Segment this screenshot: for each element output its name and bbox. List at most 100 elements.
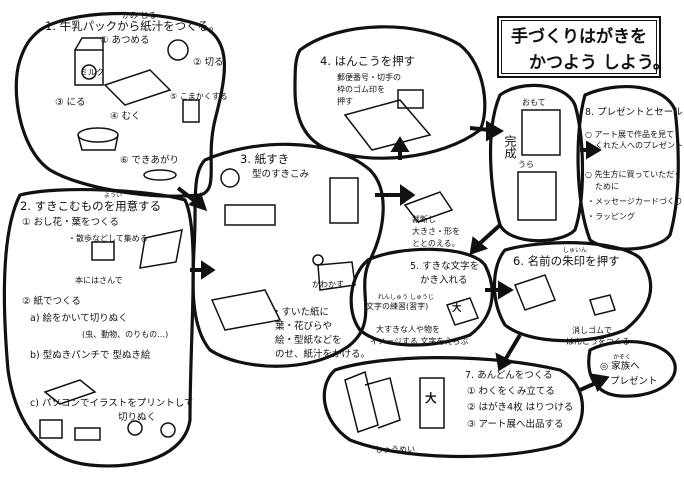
- papermaking-vat-illustration: [224, 204, 276, 226]
- family-ruby: かぞく: [613, 354, 632, 361]
- printer-illustration: [74, 427, 101, 441]
- step2-sub1: ① おし花・葉をつくる: [22, 217, 119, 228]
- step1-item-3: ③ にる: [55, 97, 86, 108]
- family-line-2: プレゼント: [610, 376, 658, 387]
- step7-item-1: ① わくをくみ立てる: [467, 386, 555, 397]
- step3-heading2: 型のすきこみ: [252, 169, 310, 180]
- kid-with-print-illustration: [127, 420, 143, 436]
- blender-illustration: [182, 99, 200, 123]
- step8-item1-line1: ○ アート展で作品を見て: [585, 130, 675, 139]
- milk-carton-label-circle: [81, 64, 97, 80]
- boiling-pot-body: [77, 134, 119, 151]
- step2-sub2b: b) 型ぬきパンチで 型ぬき絵: [30, 350, 151, 361]
- arrow-5-to-6-head: [498, 280, 514, 300]
- step5-heading: 5. すきな文字を: [410, 261, 480, 272]
- step6-ruby: しゅいん: [563, 247, 588, 254]
- arrow-complete-to-8-head: [586, 140, 602, 160]
- step4-note-3: 押す: [337, 97, 353, 106]
- step8-item2-line2: ために: [595, 182, 619, 191]
- butterfly-cutout-illustration: [160, 422, 176, 438]
- step8-bullet-2: ・ラッピング: [587, 212, 635, 221]
- step5-practice: 文字の練習(習字): [366, 302, 429, 311]
- arrow-3-to-4-head: [400, 184, 416, 206]
- carton-label: ミルク: [80, 68, 104, 77]
- lantern-frame-illustration: [344, 370, 401, 433]
- arrow-2-to-3-head: [201, 260, 216, 280]
- step1-heading: 1. 牛乳パックから紙汁をつくる。: [45, 19, 221, 33]
- seal-card-illustration: [514, 274, 556, 311]
- step3-note-4: のせ、紙汁をかける。: [275, 349, 371, 360]
- step6-note-1: 消しゴムで: [572, 326, 612, 335]
- milk-carton-top: [74, 37, 104, 51]
- pressed-leaf-sheet: [139, 229, 183, 269]
- cut-carton-illustration: [103, 69, 172, 106]
- arrow-1-to-2-head: [188, 192, 208, 212]
- step5-heading2: かき入れる: [420, 275, 468, 286]
- step2-bubble: [2, 187, 195, 468]
- step5-char: 大: [452, 303, 462, 314]
- step1-item-1: ① あつめる: [100, 35, 150, 46]
- step4-note-2: 枠のゴム印を: [337, 85, 385, 94]
- rubber-stamp-illustration: [397, 89, 424, 109]
- step8-heading: 8. プレゼントとセール: [585, 107, 683, 118]
- step1-ruby: かみ じる: [122, 11, 157, 20]
- calligraphy-card-illustration: [446, 297, 479, 326]
- cut-note-1: 裁断し: [412, 215, 436, 224]
- eraser-stamp-illustration: [589, 294, 616, 316]
- step3-note-1: ・すいた紙に: [272, 307, 330, 318]
- step2-sub2a-note: (虫、動物、のりもの…): [82, 330, 169, 339]
- postcard-front-label: おもて: [522, 98, 546, 107]
- step5-practice-ruby: れんしゅう しゅうじ: [378, 294, 434, 301]
- title-line-1: 手づくりはがきを: [511, 27, 647, 47]
- step8-bubble: [576, 84, 680, 251]
- step6-bubble: [492, 241, 653, 343]
- step3-heading: 3. 紙すき: [240, 152, 290, 166]
- step2-sub2: ② 紙でつくる: [22, 296, 81, 307]
- postcard-back-label: うら: [518, 160, 534, 169]
- step1-item-2: ② 切る: [193, 57, 224, 68]
- step1-item-6: ⑥ できあがり: [120, 155, 180, 166]
- step7-heading: 7. あんどんをつくる: [465, 370, 553, 381]
- milk-carton-illustration: [74, 49, 104, 86]
- complete-bubble: [488, 83, 585, 243]
- arrow-6-to-7-head: [495, 352, 515, 372]
- family-line-1: ◎ 家族へ: [600, 361, 640, 372]
- lamp-label: しょうめい: [375, 445, 415, 454]
- title-box: 手づくりはがきを かつよう しよう。: [497, 16, 670, 78]
- sun-icon: [312, 254, 324, 266]
- postcard-illustration: [343, 99, 432, 151]
- step7-bubble: [322, 356, 584, 459]
- child-illustration: [167, 39, 189, 61]
- arrow-7-to-family-head: [591, 373, 610, 393]
- step8-item1-line2: くれた人へのプレゼント: [595, 141, 683, 150]
- step5-note-1: 大すきな人や物を: [376, 325, 440, 334]
- arrow-complete-to-5-head: [469, 236, 489, 255]
- step1-item-5: ⑤ こまかくする: [170, 92, 228, 101]
- screen-frame-illustration: [210, 289, 282, 331]
- step2-sub2c-2: 切りぬく: [118, 412, 157, 423]
- paper-cutter-illustration: [403, 191, 454, 223]
- step5-bubble: [349, 247, 494, 347]
- dry-label: かわかす: [312, 280, 344, 289]
- step2-sub1-note: ・散歩などして集める: [68, 234, 148, 243]
- cut-note-3: ととのえる。: [412, 239, 460, 248]
- arrow-complete-to-5: [476, 223, 502, 247]
- lantern-illustration: [419, 377, 445, 429]
- step3-bubble: [191, 142, 385, 368]
- step2-ruby: ようい: [104, 192, 123, 199]
- lantern-char: 大: [425, 391, 437, 405]
- computer-illustration: [39, 419, 63, 439]
- step6-heading: 6. 名前の朱印を押す: [513, 254, 620, 268]
- step4-note-1: 郵便番号・切手の: [337, 73, 401, 82]
- arrow-4-to-complete-head: [486, 120, 504, 142]
- papermaker-illustration: [220, 168, 240, 188]
- punch-illustration: [43, 379, 97, 405]
- finished-paper-illustration: [329, 177, 359, 224]
- boiling-pot-illustration: [77, 127, 119, 143]
- step2-sub1-note2: 本にはさんで: [75, 276, 123, 285]
- arrow-cut-up-head: [390, 136, 410, 152]
- step4-heading: 4. はんこうを押す: [320, 54, 416, 68]
- step3-note-3: 絵・型紙などを: [275, 335, 342, 346]
- step4-bubble: [293, 25, 487, 160]
